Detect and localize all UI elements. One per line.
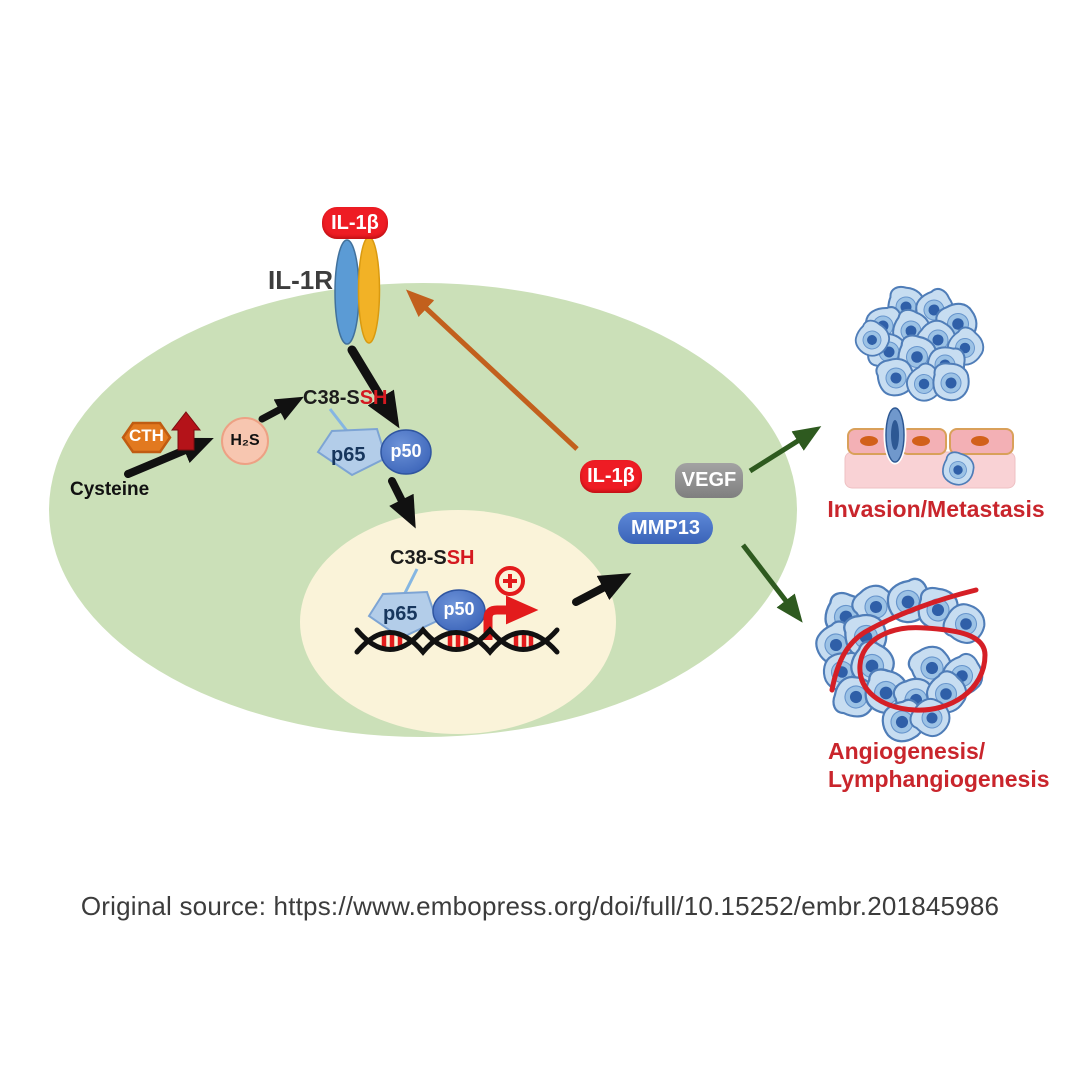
arrow-receptor-to-nfkb [347,345,400,429]
arrow-to-angiogenesis [741,543,803,623]
p65-pentagon-cyto [316,427,388,477]
tumor-cell-cluster-icon [849,284,991,409]
cysteine-label: Cysteine [70,479,150,500]
angiogenesis-line2: Lymphangiogenesis [828,766,1050,792]
p50-circle-cyto [380,429,432,475]
p65-label-cyto: p65 [331,444,366,466]
vessel-icon [829,587,988,713]
epithelial-nucleus [912,436,930,446]
invasion-metastasis-label: Invasion/Metastasis [827,496,1045,522]
dna-icon [354,626,560,656]
arrow-nfkb-to-nucleus [388,477,416,529]
mmp13-output-badge: MMP13 [618,512,713,544]
persulfide-label-black: C38-S [390,547,447,569]
persulfide-label-nuc: C38-SSH [390,547,475,570]
plus-icon [495,566,525,596]
p65-label-nuc: p65 [383,603,418,625]
arrow-h2s-to-persulfide [258,396,304,423]
tumor-cell [930,361,972,403]
persulfide-label-black: C38-S [303,387,360,409]
persulfide-link-cyto [328,408,349,432]
il1b-ligand-badge: IL-1β [322,207,388,239]
il1r-label: IL-1R [268,265,333,295]
angiogenesis-line1: Angiogenesis/ [828,738,986,764]
p50-label-nuc: p50 [443,599,475,619]
persulfide-link-nuc [403,568,419,594]
up-arrow-icon [170,411,202,451]
source-caption: Original source: https://www.embopress.o… [80,891,1000,921]
epithelium-icon [844,405,1016,490]
angiogenesis-cluster-icon [808,574,992,748]
epithelial-nucleus [860,436,878,446]
h2s-circle [221,417,269,465]
arrow-to-invasion [748,426,822,474]
receptor-icon [334,236,381,345]
cth-label: CTH [129,426,164,445]
persulfide-label-red: SH [359,387,388,409]
arrow-nucleus-to-outputs [572,573,632,606]
persulfide-label-red: SH [446,547,475,569]
epithelial-nucleus [971,436,989,446]
p50-label-cyto: p50 [390,441,422,461]
arrow-il1b-feedback [405,289,579,451]
intravasating-cell [883,405,907,465]
transcription-arrow [483,595,539,640]
h2s-label: H₂S [230,432,260,449]
vegf-output-badge: VEGF [675,463,743,498]
angiogenesis-label: Angiogenesis/ Lymphangiogenesis [828,737,1050,793]
persulfide-label-cyto: C38-SSH [303,387,388,410]
cth-hexagon [121,421,172,454]
il1b-output-badge: IL-1β [580,460,642,493]
